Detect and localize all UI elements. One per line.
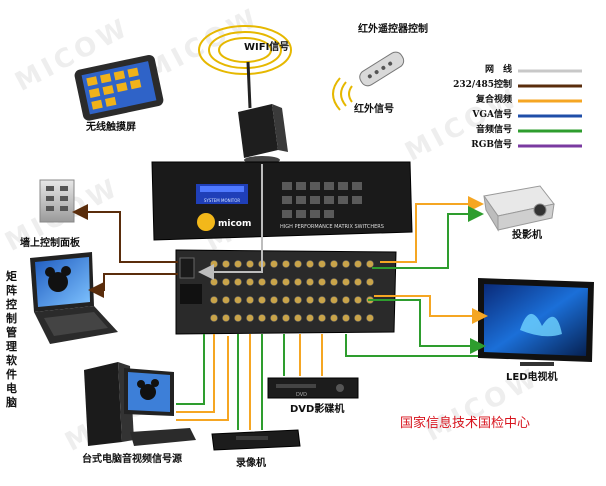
bnc-connector-icon	[210, 296, 218, 304]
legend-label-network: 网 线	[484, 65, 512, 75]
legend-label-composite: 复合视频	[475, 95, 512, 105]
bnc-connector-icon	[294, 296, 302, 304]
bnc-connector-icon	[258, 296, 266, 304]
ir-remote-label: 红外遥控器控制	[358, 24, 428, 35]
bnc-connector-icon	[354, 296, 362, 304]
projector-label: 投影机	[512, 230, 542, 241]
bnc-connector-icon	[342, 260, 350, 268]
bnc-connector-icon	[246, 278, 254, 286]
bnc-connector-icon	[270, 260, 278, 268]
dvd-player-icon: DVD	[267, 377, 359, 399]
bnc-connector-icon	[294, 260, 302, 268]
desktop-label: 台式电脑音视频信号源	[82, 454, 182, 465]
legend-label-control: 232/485控制	[453, 80, 512, 90]
bnc-connector-icon	[246, 260, 254, 268]
recorder-label: 录像机	[236, 458, 266, 469]
bnc-connector-icon	[234, 260, 242, 268]
bnc-connector-icon	[222, 278, 230, 286]
wall-panel-icon	[39, 179, 75, 223]
legend-label-audio: 音频信号	[475, 125, 512, 135]
bnc-connector-icon	[258, 314, 266, 322]
ir-waves-icon	[332, 77, 353, 111]
dvd-faceplate: DVD	[296, 392, 307, 398]
connection-lines	[72, 164, 488, 430]
bnc-connector-icon	[330, 278, 338, 286]
bnc-connector-icon	[282, 296, 290, 304]
bnc-connector-icon	[306, 314, 314, 322]
bnc-connector-icon	[330, 296, 338, 304]
device-subtitle: HIGH PERFORMANCE MATRIX SWITCHERS	[280, 224, 384, 230]
bnc-connector-icon	[342, 314, 350, 322]
bnc-connector-icon	[246, 296, 254, 304]
wall-panel-label: 墙上控制面板	[20, 238, 80, 249]
bnc-connector-icon	[234, 278, 242, 286]
wifi-label: WIFI信号	[244, 42, 290, 53]
lcd-text: SYSTEM MONITOR	[204, 198, 241, 203]
bnc-connector-icon	[282, 260, 290, 268]
bnc-connector-icon	[270, 314, 278, 322]
wifi-router-icon	[238, 61, 288, 164]
bnc-connector-icon	[330, 260, 338, 268]
touch-screen-label: 无线触摸屏	[86, 122, 136, 133]
bnc-connector-icon	[354, 278, 362, 286]
led-tv-icon	[478, 278, 594, 366]
bnc-connector-icon	[282, 278, 290, 286]
bnc-connector-icon	[318, 296, 326, 304]
projector-icon	[483, 185, 555, 232]
bnc-connector-icon	[294, 278, 302, 286]
bnc-connector-icon	[210, 314, 218, 322]
bnc-connector-icon	[306, 260, 314, 268]
wifi-waves-icon	[198, 25, 292, 75]
matrix-switcher-rear	[175, 249, 397, 335]
bnc-connector-icon	[234, 314, 242, 322]
desktop-computer-icon	[84, 362, 196, 446]
legend-lines	[518, 69, 582, 148]
bnc-connector-icon	[342, 296, 350, 304]
touch-screen-icon	[74, 54, 164, 121]
bnc-connector-icon	[342, 278, 350, 286]
bnc-connector-icon	[318, 314, 326, 322]
bnc-connector-icon	[366, 278, 374, 286]
bnc-connector-icon	[366, 314, 374, 322]
bnc-connector-icon	[222, 296, 230, 304]
device-brand: micom	[218, 219, 251, 229]
bnc-connector-icon	[282, 314, 290, 322]
bnc-connector-icon	[222, 314, 230, 322]
laptop-icon	[30, 252, 118, 344]
bnc-connector-icon	[354, 314, 362, 322]
matrix-switcher-upper: SYSTEM MONITOR micom HIGH PERFORMANCE MA…	[151, 161, 413, 241]
bnc-connector-icon	[210, 278, 218, 286]
bnc-connector-icon	[222, 260, 230, 268]
center-label: 国家信息技术国检中心	[400, 416, 531, 431]
ir-remote-icon	[359, 51, 405, 87]
matrix-software-label: 矩阵控制管理软件电脑	[6, 270, 17, 409]
bnc-connector-icon	[330, 314, 338, 322]
bnc-connector-icon	[366, 260, 374, 268]
legend-label-rgb: RGB信号	[471, 140, 512, 150]
dvd-label: DVD影碟机	[290, 404, 345, 415]
bnc-connector-icon	[234, 296, 242, 304]
ir-signal-label: 红外信号	[354, 104, 394, 115]
vcr-icon	[211, 429, 301, 451]
bnc-connector-icon	[318, 260, 326, 268]
bnc-connector-icon	[258, 278, 266, 286]
bnc-connector-icon	[270, 296, 278, 304]
bnc-connector-icon	[354, 260, 362, 268]
bnc-connector-icon	[306, 296, 314, 304]
bnc-connector-icon	[318, 278, 326, 286]
bnc-connector-icon	[306, 278, 314, 286]
bnc-connector-icon	[294, 314, 302, 322]
led-tv-label: LED电视机	[506, 372, 558, 383]
bnc-connector-icon	[210, 260, 218, 268]
bnc-connector-icon	[246, 314, 254, 322]
legend-label-vga: VGA信号	[472, 110, 512, 120]
bnc-connector-icon	[270, 278, 278, 286]
